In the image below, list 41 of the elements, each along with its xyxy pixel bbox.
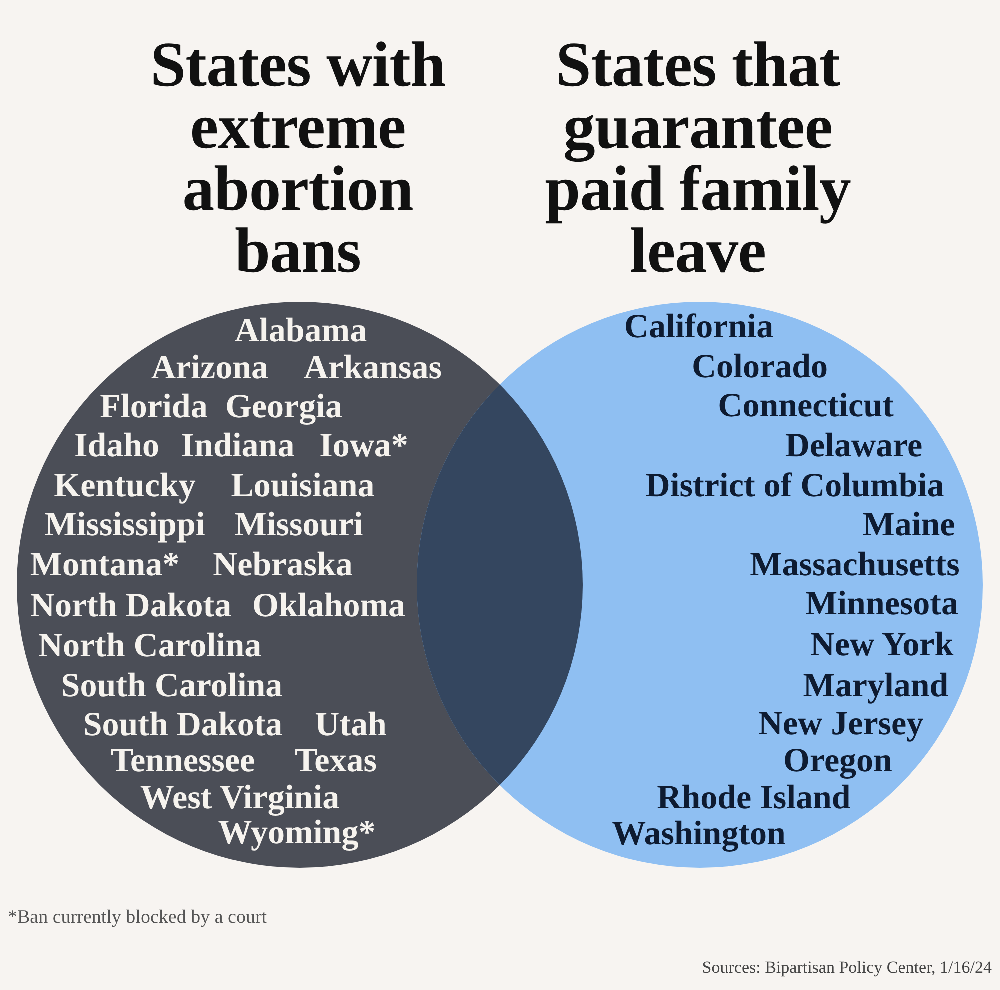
state-name: Oklahoma bbox=[252, 587, 406, 625]
state-name: Kentucky bbox=[54, 467, 196, 505]
state-name: South Dakota bbox=[83, 706, 283, 744]
state-name: Maryland bbox=[803, 667, 949, 705]
state-name: New Jersey bbox=[758, 705, 924, 743]
state-name: Maine bbox=[862, 506, 956, 544]
set-heading: States with extreme abortion bans bbox=[150, 34, 446, 282]
state-name: North Dakota bbox=[30, 587, 232, 625]
state-name: Missouri bbox=[234, 506, 364, 544]
state-name: Minnesota bbox=[806, 585, 958, 623]
state-name: New York bbox=[810, 626, 954, 664]
state-name: Georgia bbox=[225, 388, 343, 426]
state-name: Oregon bbox=[784, 742, 892, 780]
state-name: California bbox=[624, 308, 774, 346]
state-name: South Carolina bbox=[61, 667, 283, 705]
state-name: Arkansas bbox=[304, 349, 442, 387]
state-name: Alabama bbox=[234, 312, 368, 350]
footnote: *Ban currently blocked by a court bbox=[8, 907, 268, 930]
state-name: Rhode Island bbox=[657, 779, 851, 817]
state-name: Arizona bbox=[151, 349, 269, 387]
state-name: Washington bbox=[612, 815, 786, 853]
state-name: Colorado bbox=[692, 348, 828, 386]
state-name: Utah bbox=[315, 706, 387, 744]
state-name: Mississippi bbox=[44, 506, 206, 544]
state-name: Montana* bbox=[30, 546, 180, 584]
state-name: Idaho bbox=[74, 427, 160, 465]
state-name: West Virginia bbox=[140, 779, 340, 817]
state-name: Nebraska bbox=[213, 546, 353, 584]
state-name: Indiana bbox=[181, 427, 295, 465]
set-heading: States that guarantee paid family leave bbox=[544, 34, 852, 282]
state-name: Tennessee bbox=[110, 742, 256, 780]
state-name: Iowa* bbox=[320, 427, 408, 465]
state-name: Texas bbox=[295, 742, 377, 780]
state-name: Delaware bbox=[785, 427, 923, 465]
source-note: Sources: Bipartisan Policy Center, 1/16/24 bbox=[702, 958, 992, 978]
state-name: North Carolina bbox=[38, 627, 262, 665]
state-name: Louisiana bbox=[231, 467, 375, 505]
state-name: Connecticut bbox=[718, 387, 894, 425]
state-name: Massachusetts bbox=[750, 546, 960, 584]
state-name: Florida bbox=[100, 388, 208, 426]
state-name: District of Columbia bbox=[646, 467, 944, 505]
